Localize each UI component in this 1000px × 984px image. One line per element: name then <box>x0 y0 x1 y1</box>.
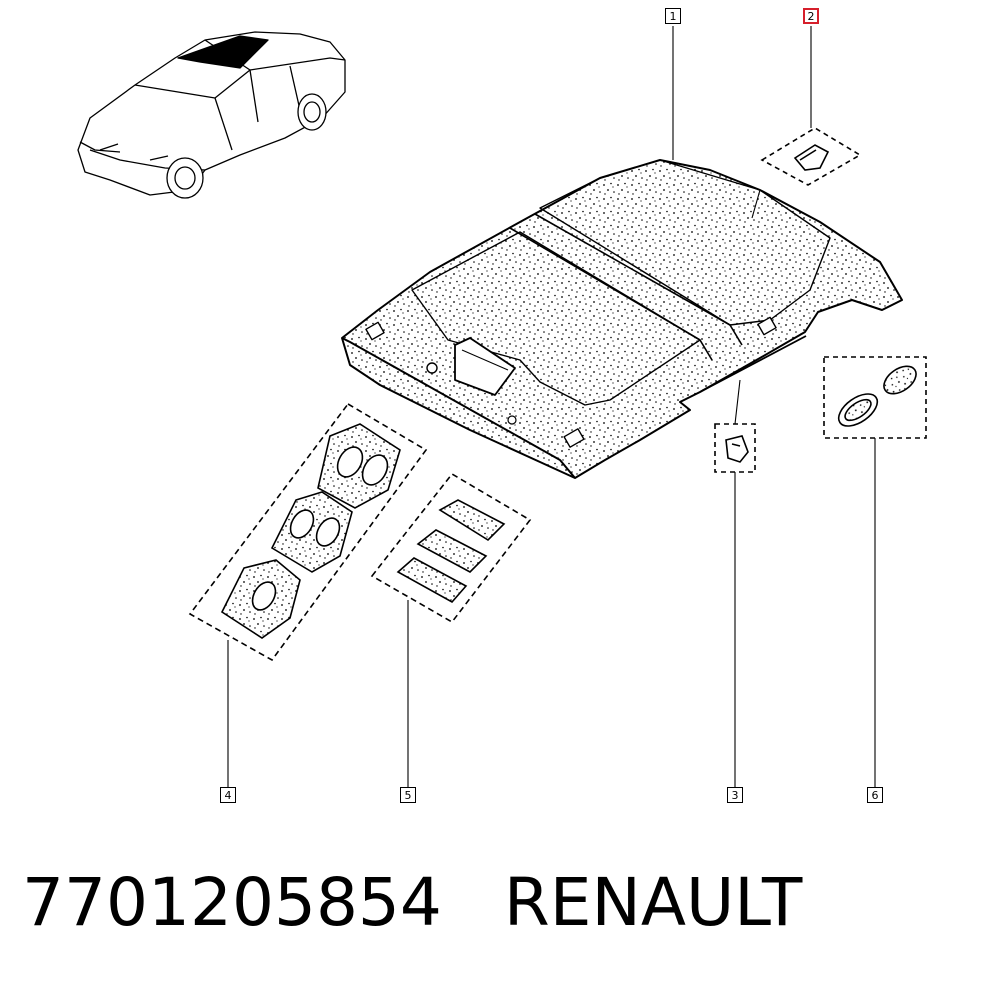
part-6-lens-group[interactable] <box>823 356 927 439</box>
leader-lines <box>227 26 876 788</box>
brand-name: RENAULT <box>503 864 803 941</box>
callout-5[interactable]: 5 <box>400 787 416 803</box>
callout-6[interactable]: 6 <box>867 787 883 803</box>
part-4-grab-handle-group[interactable] <box>188 402 428 662</box>
callout-2-highlighted[interactable]: 2 <box>803 8 819 24</box>
part-2-clip-group[interactable] <box>760 127 862 186</box>
part-number: 7701205854 <box>22 864 442 941</box>
callout-4[interactable]: 4 <box>220 787 236 803</box>
reference-car-illustration <box>77 31 346 199</box>
part-5-lamp-cover-group[interactable] <box>370 472 532 624</box>
callout-3[interactable]: 3 <box>727 787 743 803</box>
headliner-panel[interactable] <box>341 159 903 479</box>
part-3-fastener-group[interactable] <box>714 423 756 473</box>
callout-1[interactable]: 1 <box>665 8 681 24</box>
part-caption: 7701205854 RENAULT <box>22 858 982 948</box>
